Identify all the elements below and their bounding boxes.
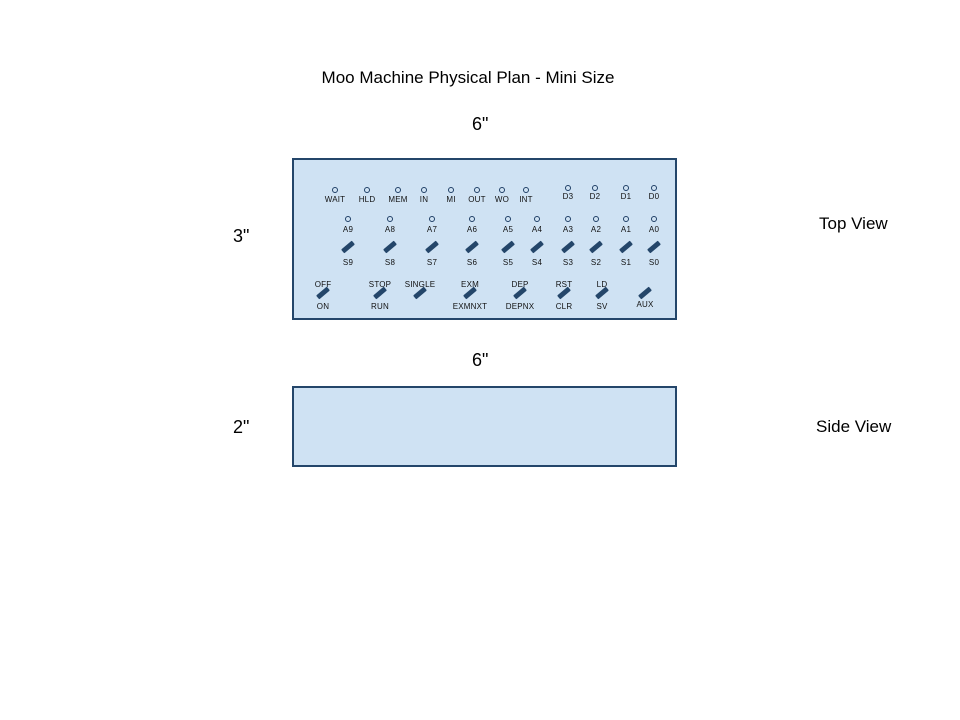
control-switch-bottom-label: DEPNX [505, 302, 535, 311]
sense-switch-s7[interactable] [425, 240, 439, 254]
status-led-label: INT [519, 195, 533, 204]
sense-switch-label: S1 [620, 258, 632, 267]
address-led-label: A6 [466, 225, 478, 234]
control-switch-top-label: LD [596, 280, 608, 289]
sense-switch-label: S4 [531, 258, 543, 267]
address-led-label: A7 [426, 225, 438, 234]
sense-switch-s0[interactable] [647, 240, 661, 254]
side-width-label: 6" [472, 350, 489, 370]
status-led-label: WAIT [324, 195, 346, 204]
control-switch-bottom-label: SV [596, 302, 608, 311]
status-led-hld [364, 187, 370, 193]
control-switch-top-label: DEP [511, 280, 529, 289]
sense-switch-s5[interactable] [501, 240, 515, 254]
control-switch-top-label: STOP [368, 280, 392, 289]
side-view-label: Side View [816, 417, 892, 436]
data-led-label: D1 [620, 192, 632, 201]
sense-switch-label: S2 [590, 258, 602, 267]
address-led-label: A8 [384, 225, 396, 234]
side-height-label: 2" [233, 417, 250, 437]
address-led-label: A4 [531, 225, 543, 234]
status-led-out [474, 187, 480, 193]
sense-switch-s9[interactable] [341, 240, 355, 254]
sense-switch-label: S9 [342, 258, 354, 267]
address-led-a5 [505, 216, 511, 222]
sense-switch-label: S3 [562, 258, 574, 267]
status-led-wo [499, 187, 505, 193]
status-led-label: MEM [388, 195, 408, 204]
status-led-label: WO [494, 195, 510, 204]
data-led-label: D0 [648, 192, 660, 201]
status-led-label: MI [446, 195, 456, 204]
status-led-label: IN [419, 195, 429, 204]
top-height-label: 3" [233, 226, 250, 246]
status-led-int [523, 187, 529, 193]
address-led-a6 [469, 216, 475, 222]
data-led-label: D3 [562, 192, 574, 201]
data-led-label: D2 [589, 192, 601, 201]
address-led-label: A0 [648, 225, 660, 234]
data-led-d0 [651, 185, 657, 191]
diagram-title: Moo Machine Physical Plan - Mini Size [321, 68, 615, 87]
status-led-in [421, 187, 427, 193]
top-view-label: Top View [819, 214, 888, 233]
sense-switch-s3[interactable] [561, 240, 575, 254]
control-switch-bottom-label: EXMNXT [452, 302, 488, 311]
sense-switch-s8[interactable] [383, 240, 397, 254]
data-led-d3 [565, 185, 571, 191]
control-switch-top-label: EXM [461, 280, 479, 289]
sense-switch-s6[interactable] [465, 240, 479, 254]
data-led-d2 [592, 185, 598, 191]
address-led-a0 [651, 216, 657, 222]
control-switch-7[interactable] [638, 286, 652, 300]
control-switch-top-label: OFF [314, 280, 332, 289]
address-led-a7 [429, 216, 435, 222]
status-led-wait [332, 187, 338, 193]
control-switch-bottom-label: CLR [555, 302, 573, 311]
status-led-label: HLD [358, 195, 376, 204]
sense-switch-label: S7 [426, 258, 438, 267]
address-led-label: A1 [620, 225, 632, 234]
sense-switch-label: S6 [466, 258, 478, 267]
address-led-a2 [593, 216, 599, 222]
sense-switch-label: S5 [502, 258, 514, 267]
sense-switch-s4[interactable] [530, 240, 544, 254]
sense-switch-s1[interactable] [619, 240, 633, 254]
control-switch-bottom-label: AUX [636, 300, 654, 309]
address-led-a1 [623, 216, 629, 222]
address-led-a3 [565, 216, 571, 222]
data-led-d1 [623, 185, 629, 191]
address-led-label: A5 [502, 225, 514, 234]
address-led-a4 [534, 216, 540, 222]
sense-switch-s2[interactable] [589, 240, 603, 254]
control-switch-bottom-label: ON [316, 302, 330, 311]
status-led-label: OUT [468, 195, 486, 204]
control-switch-top-label: RST [555, 280, 573, 289]
sense-switch-label: S8 [384, 258, 396, 267]
status-led-mi [448, 187, 454, 193]
status-led-mem [395, 187, 401, 193]
address-led-a8 [387, 216, 393, 222]
address-led-a9 [345, 216, 351, 222]
top-width-label: 6" [472, 114, 489, 134]
sense-switch-label: S0 [648, 258, 660, 267]
control-switch-bottom-label: RUN [371, 302, 389, 311]
address-led-label: A9 [342, 225, 354, 234]
control-switch-top-label: SINGLE [404, 280, 436, 289]
address-led-label: A2 [590, 225, 602, 234]
side-view-panel [292, 386, 677, 467]
address-led-label: A3 [562, 225, 574, 234]
